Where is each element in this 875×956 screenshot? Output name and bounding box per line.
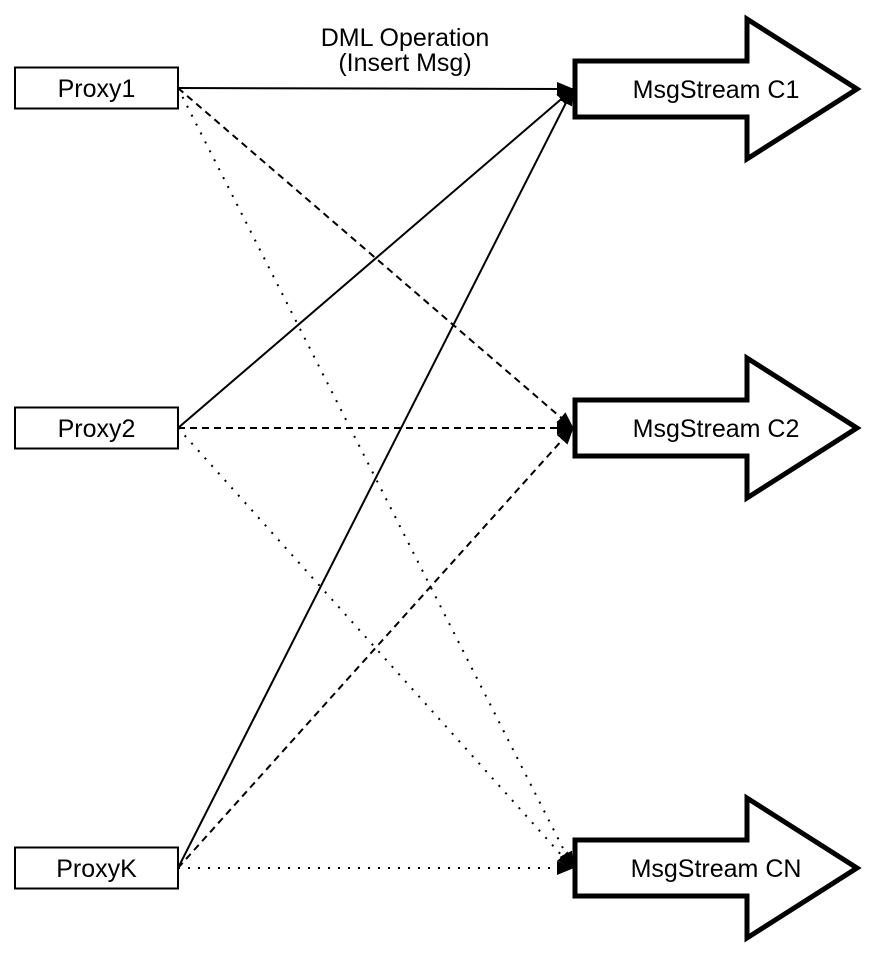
msgstream-c2-arrow [572,353,862,503]
msgstream-c1-arrow [572,14,862,164]
msgstream-c2-label: MsgStream C2 [633,415,800,443]
proxy-nodes: Proxy1 Proxy2 ProxyK [14,66,179,890]
connection-proxy1-c2 [177,87,574,429]
proxyk-label: ProxyK [56,855,137,883]
proxy1-label: Proxy1 [58,75,136,103]
connection-lines [177,81,574,875]
connection-proxyk-c2 [177,427,574,869]
proxy1-node [14,66,179,110]
diagram-title-line1: DML Operation [321,24,490,52]
connection-proxy1-c1 [177,81,574,96]
diagram-title-line2: (Insert Msg) [338,49,471,77]
proxy2-label: Proxy2 [58,415,136,443]
msgstream-arrows: MsgStream C1 MsgStream C2 MsgStream CN [572,14,862,943]
connection-proxyk-c1 [177,88,574,869]
msgstream-cn-label: MsgStream CN [631,855,802,883]
msgstream-c1-label: MsgStream C1 [633,76,800,104]
connection-proxy2-c1 [177,88,574,429]
msgstream-cn-arrow [572,793,862,943]
